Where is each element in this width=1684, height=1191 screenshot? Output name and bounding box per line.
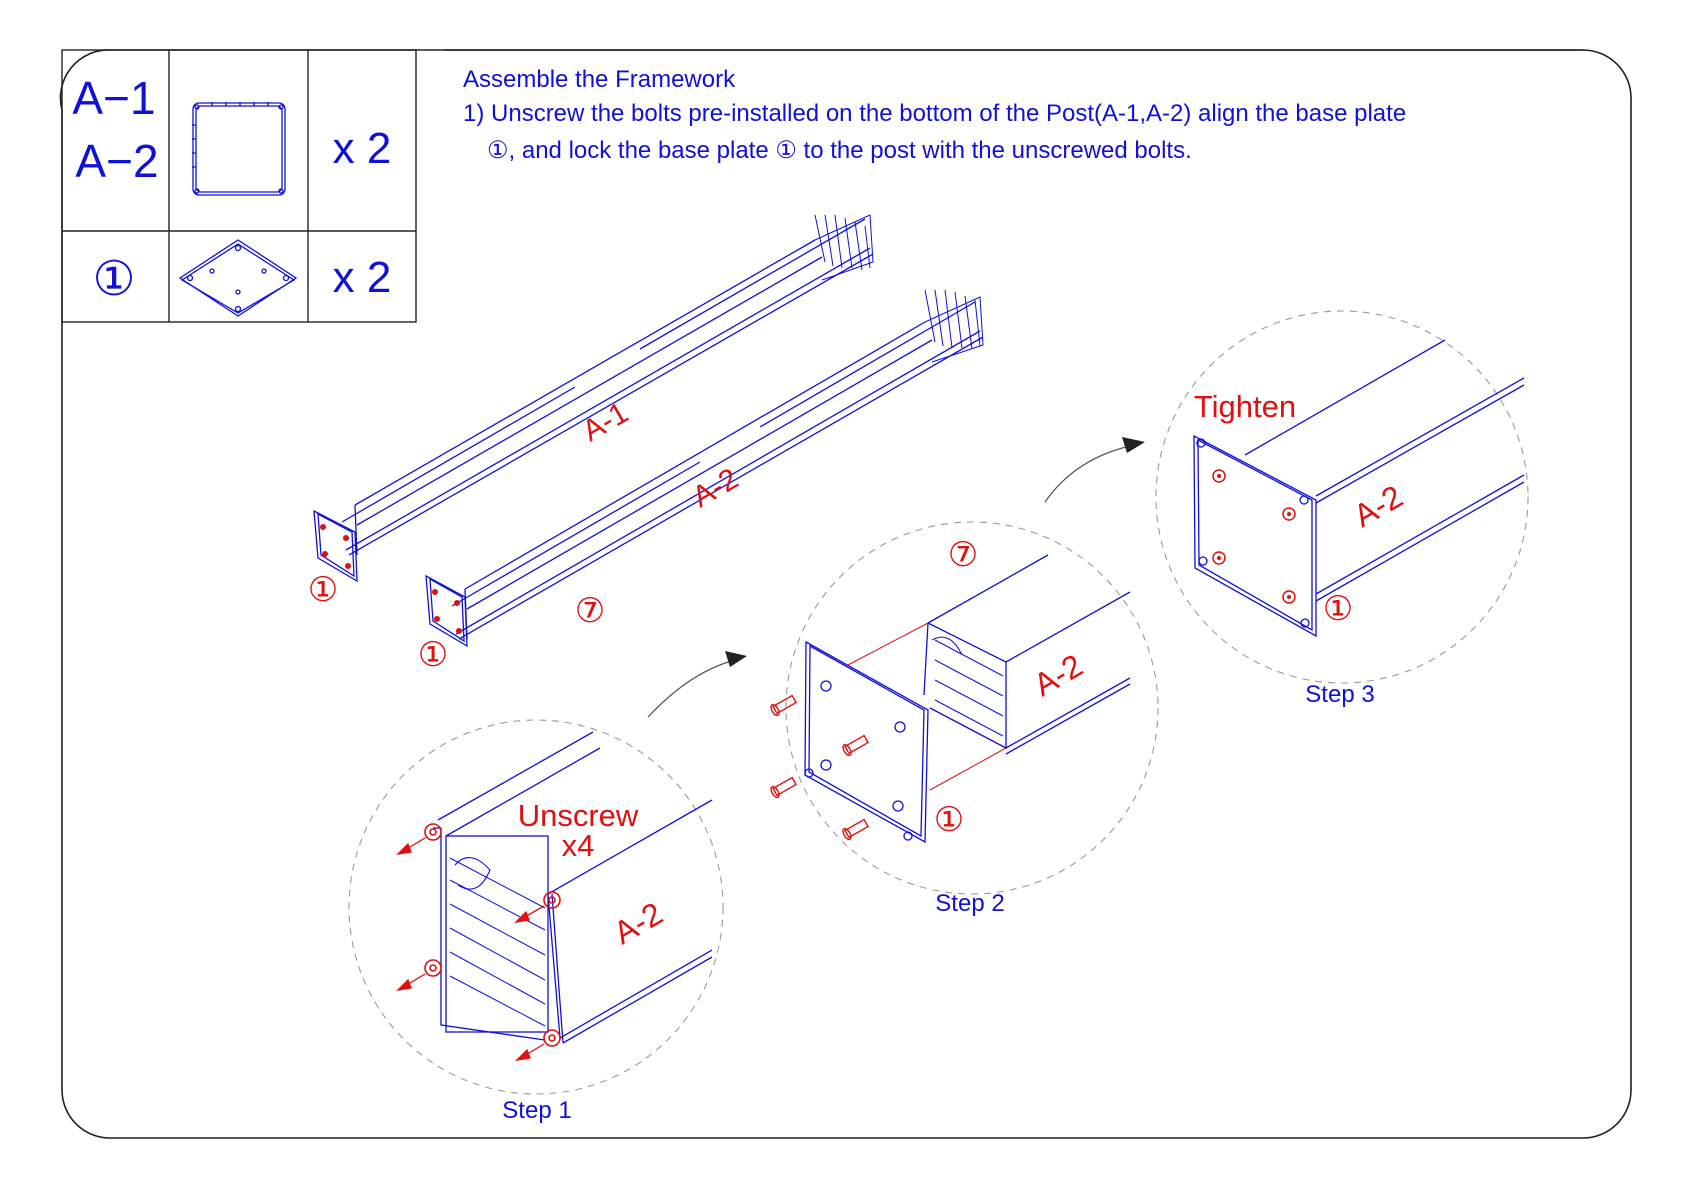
post-a2-label: A-2 xyxy=(687,462,744,514)
parts-row-posts: A−1 A−2 x 2 xyxy=(72,72,391,195)
step2-plate-callout: ① xyxy=(934,801,964,839)
step2-detail: ⑦ ① A-2 Step 2 xyxy=(769,522,1158,917)
step3-bolt-heads xyxy=(1213,470,1295,603)
instructions-line1: 1) Unscrew the bolts pre-installed on th… xyxy=(463,100,1406,127)
step2-caption: Step 2 xyxy=(935,890,1004,917)
instructions: Assemble the Framework 1) Unscrew the bo… xyxy=(445,50,1583,164)
step3-plate-callout: ① xyxy=(1323,590,1353,628)
step3-detail: Tighten ① A-2 Step 3 xyxy=(1156,311,1528,708)
step3-post-label: A-2 xyxy=(1348,478,1409,534)
step1-unscrew-arrows xyxy=(398,838,544,1060)
post-end-square-icon xyxy=(192,102,285,195)
base-plate-icon xyxy=(180,240,296,316)
step1-detail: Unscrew x4 A-2 Step 1 xyxy=(349,720,723,1124)
step2-detail-circle xyxy=(786,522,1158,894)
step2-bolts xyxy=(769,694,869,841)
part-qty-posts: x 2 xyxy=(333,124,392,173)
step1-caption: Step 1 xyxy=(502,1097,571,1124)
step1-post-label: A-2 xyxy=(608,895,669,951)
plate-callout-a2: ① xyxy=(418,636,448,674)
step1-bolt-heads xyxy=(425,824,560,1046)
part-qty-plate: x 2 xyxy=(333,253,392,302)
step3-caption: Step 3 xyxy=(1305,681,1374,708)
plate-callout-a1: ① xyxy=(308,571,338,609)
post-a1-drawing xyxy=(314,215,873,581)
step2-tool-callout: ⑦ xyxy=(948,536,978,574)
step3-action: Tighten xyxy=(1194,389,1296,424)
step2-post-label: A-2 xyxy=(1028,647,1089,703)
part-id-plate: ① xyxy=(92,253,135,306)
instructions-line2: ①, and lock the base plate ① to the post… xyxy=(487,137,1192,164)
tool-callout-overview: ⑦ xyxy=(575,592,605,630)
instructions-heading: Assemble the Framework xyxy=(463,66,736,93)
step1-action-line2: x4 xyxy=(562,828,595,863)
part-id-a1: A−1 xyxy=(72,72,155,124)
flow-arrow-1-to-2 xyxy=(648,651,747,717)
page-frame xyxy=(60,50,1631,1138)
part-id-a2: A−2 xyxy=(75,135,158,187)
flow-arrow-2-to-3 xyxy=(1045,437,1145,502)
post-a1-label: A-1 xyxy=(577,396,634,448)
parts-row-base-plate: ① x 2 xyxy=(92,240,391,316)
step1-detail-circle xyxy=(349,720,723,1094)
